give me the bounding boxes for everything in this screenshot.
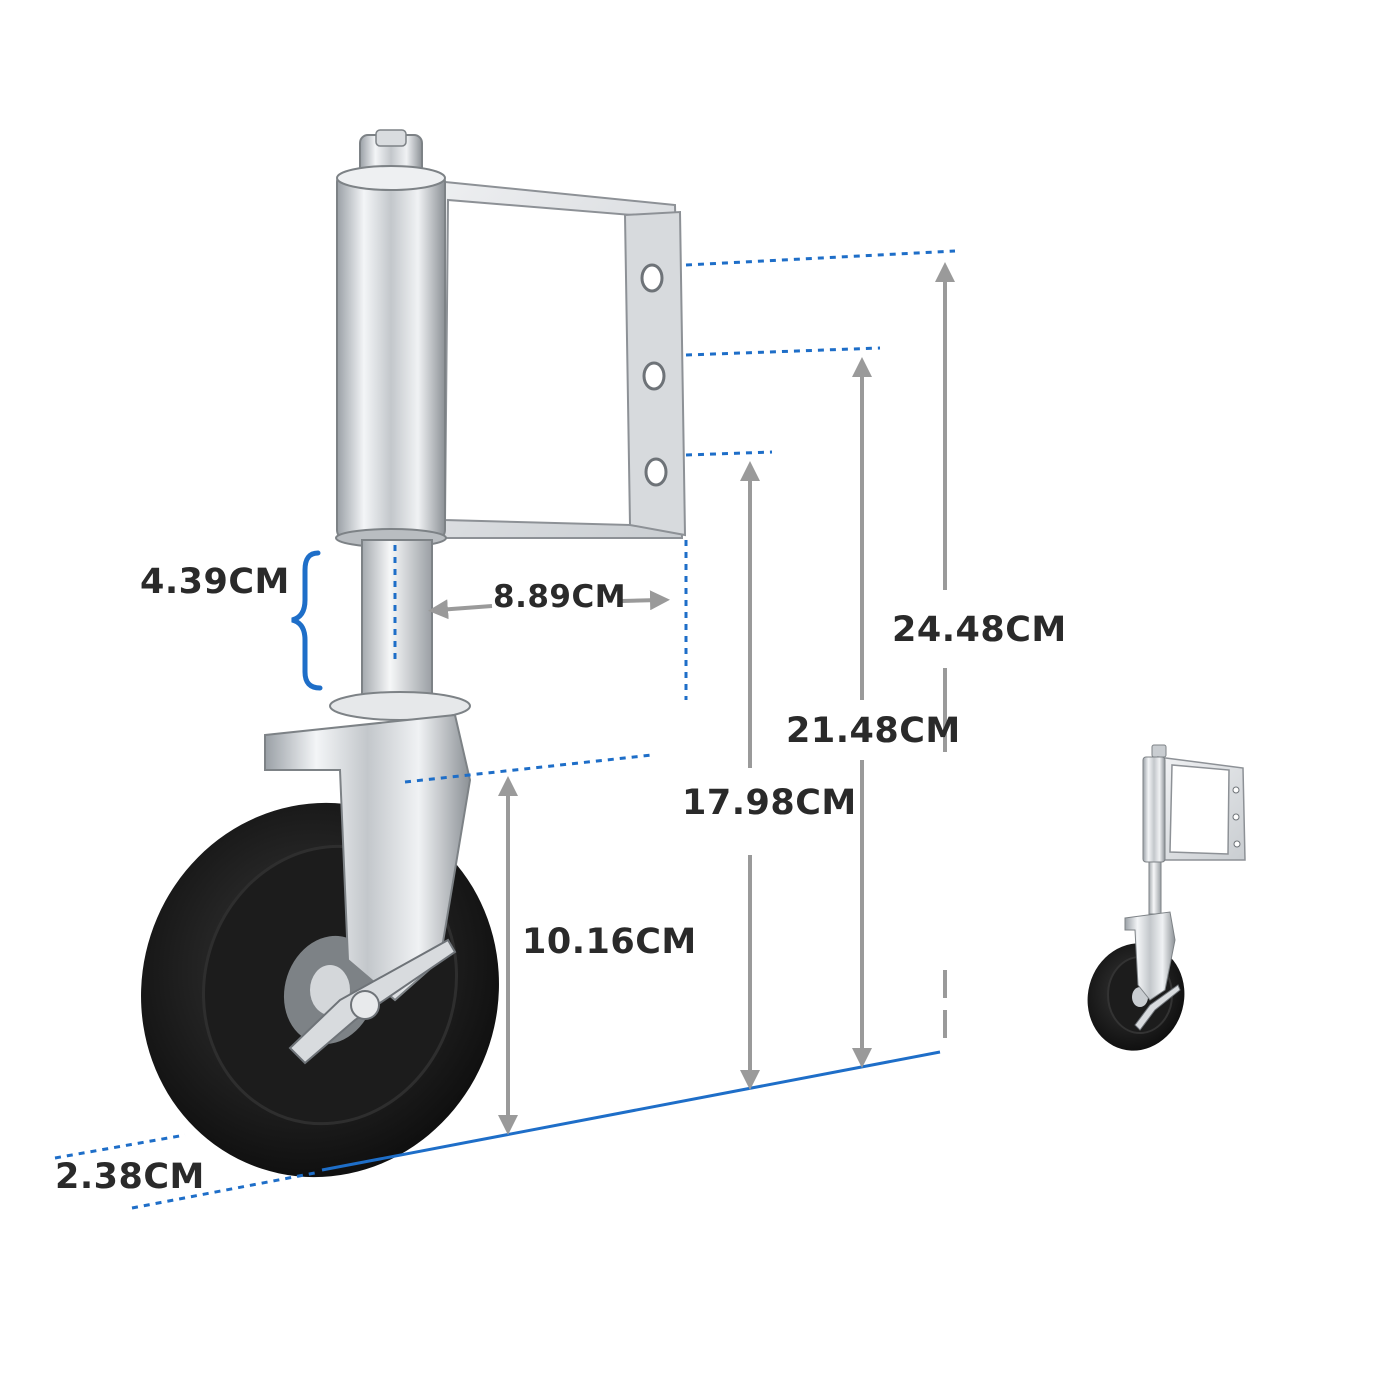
label-24-48: 24.48CM: [892, 610, 1067, 650]
label-21-48: 21.48CM: [786, 711, 961, 751]
dimension-arrows: [428, 262, 955, 1135]
label-17-98: 17.98CM: [682, 783, 857, 823]
gate-wheel-caster-thumbnail: [1087, 744, 1246, 1051]
gate-wheel-caster-image: [141, 129, 687, 1178]
dimension-labels: 4.39CM 8.89CM 24.48CM 21.48CM 17.98CM 10…: [55, 562, 1067, 1197]
dimension-guides: [54, 249, 956, 1210]
label-8-89: 8.89CM: [493, 579, 626, 615]
label-4-39: 4.39CM: [140, 562, 290, 602]
label-10-16: 10.16CM: [522, 922, 697, 962]
brace-4-39: [291, 550, 323, 691]
arrow-8-89-left: [428, 599, 493, 620]
label-2-38: 2.38CM: [55, 1157, 205, 1197]
arrow-8-89-right: [621, 590, 670, 611]
